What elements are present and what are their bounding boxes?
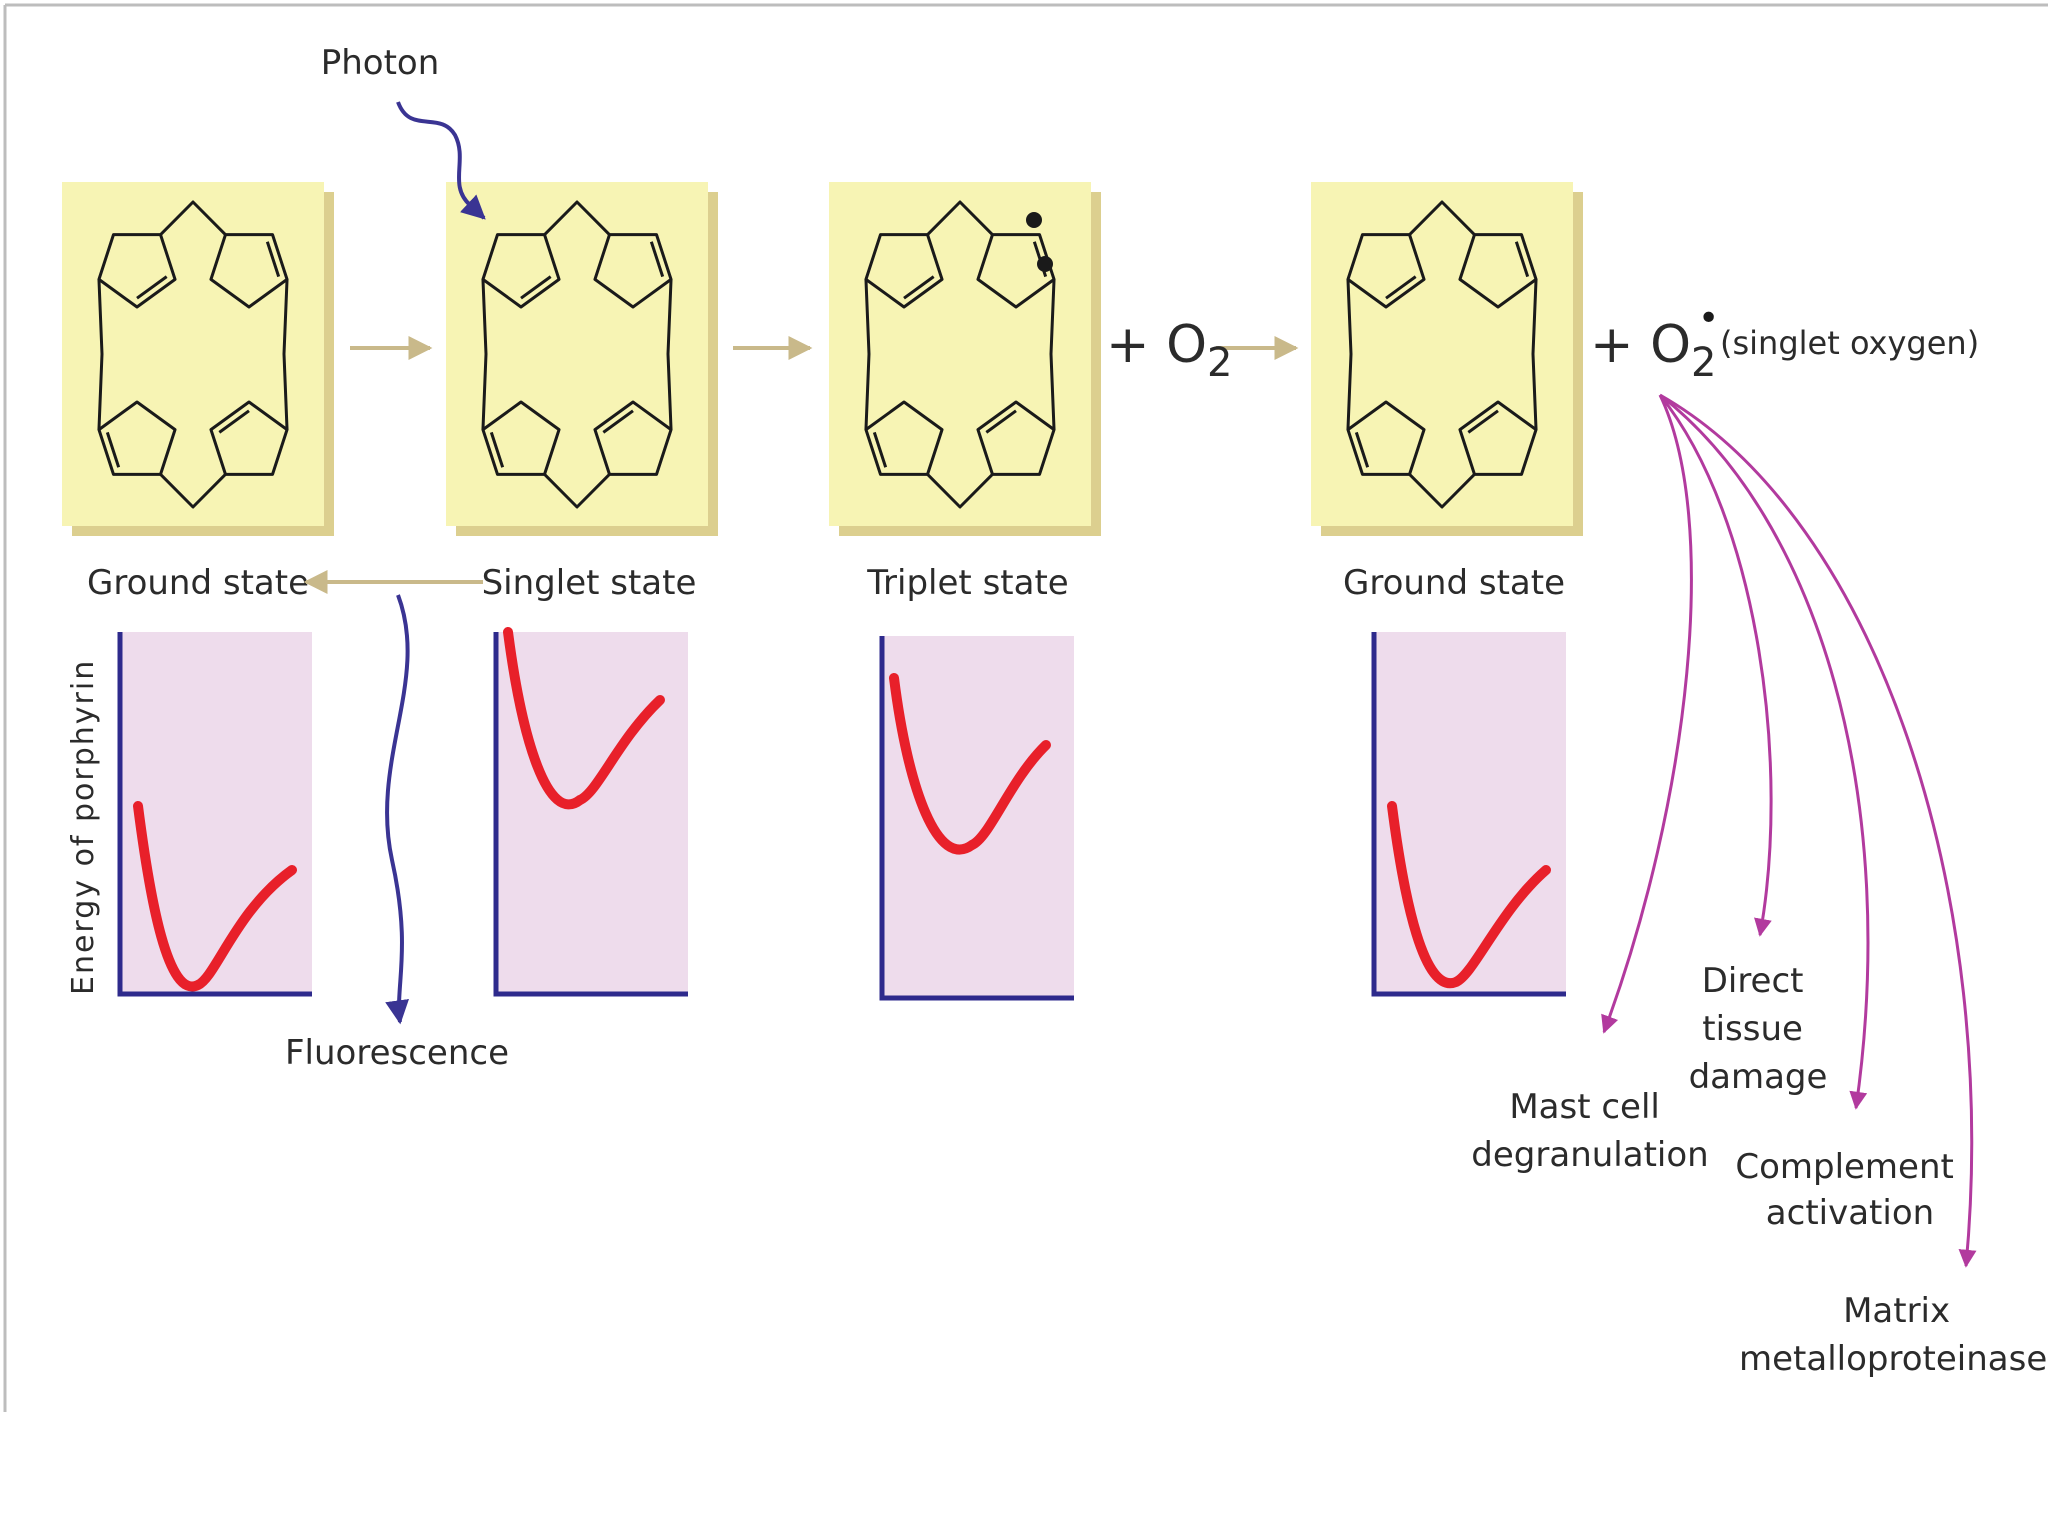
energy-diagram-singlet bbox=[493, 627, 688, 997]
molecule-boxes bbox=[62, 182, 1583, 536]
energy-axes bbox=[493, 632, 688, 997]
effect-label-complement: Complement activation bbox=[1735, 1147, 1964, 1233]
energy-curve bbox=[889, 673, 1051, 855]
molecule-box-bg bbox=[446, 182, 708, 526]
fluorescence-label: Fluorescence bbox=[285, 1033, 509, 1073]
molecule-box-ground-2 bbox=[1311, 182, 1583, 536]
porphyrin-structure bbox=[97, 200, 289, 509]
molecule-box-triplet bbox=[829, 182, 1101, 536]
energy-axes bbox=[117, 632, 312, 997]
energy-axes bbox=[879, 636, 1074, 1001]
effect-arrow-complement bbox=[1659, 393, 1870, 1110]
energy-curve bbox=[503, 627, 665, 810]
porphyrin-structure bbox=[864, 200, 1056, 509]
molecule-box-bg bbox=[829, 182, 1091, 526]
energy-diagram-triplet bbox=[879, 636, 1074, 1001]
energy-axes bbox=[1371, 632, 1566, 997]
energy-box-bg bbox=[882, 636, 1074, 998]
energy-diagrams bbox=[117, 627, 1566, 1001]
singlet-oxygen-label: (singlet oxygen) bbox=[1720, 324, 1979, 362]
porphyrin-structure bbox=[1346, 200, 1538, 509]
energy-curve bbox=[1387, 801, 1551, 989]
radical-dot: • bbox=[1698, 298, 1719, 339]
effect-arrow-mmp bbox=[1659, 393, 1977, 1268]
state-label-ground-2: Ground state bbox=[1343, 563, 1565, 603]
fluorescence-arrow bbox=[385, 594, 410, 1025]
electron-dot bbox=[1037, 256, 1053, 272]
state-label-singlet: Singlet state bbox=[482, 563, 697, 603]
photon-label: Photon bbox=[321, 43, 440, 83]
state-label-triplet: Triplet state bbox=[866, 563, 1068, 603]
electron-dot bbox=[1026, 212, 1042, 228]
molecule-box-bg bbox=[62, 182, 324, 526]
effect-arrow-mast-cell bbox=[1601, 394, 1693, 1034]
plus-o2-product-label: + O2 bbox=[1590, 315, 1716, 386]
energy-diagram-ground-1 bbox=[117, 632, 312, 997]
effect-label-mmp: Matrix metalloproteinases bbox=[1739, 1291, 2048, 1379]
plus-o2-label: + O2 bbox=[1106, 315, 1232, 386]
molecule-box-singlet bbox=[446, 182, 718, 536]
energy-curve bbox=[133, 801, 297, 992]
state-label-ground-1: Ground state bbox=[87, 563, 309, 603]
effect-label-mast-cell: Mast cell degranulation bbox=[1471, 1087, 1708, 1175]
effect-label-tissue-damage: Direct tissue damage bbox=[1689, 961, 1828, 1097]
effect-arrow-tissue-damage bbox=[1658, 394, 1773, 937]
photon-arrow bbox=[396, 101, 486, 220]
energy-box-bg bbox=[496, 632, 688, 994]
molecule-box-ground-1 bbox=[62, 182, 334, 536]
energy-box-bg bbox=[120, 632, 312, 994]
energy-diagram-ground-2 bbox=[1371, 632, 1566, 997]
porphyrin-structure bbox=[481, 200, 673, 509]
molecule-box-bg bbox=[1311, 182, 1573, 526]
energy-axis-label: Energy of porphyrin bbox=[66, 659, 101, 995]
energy-box-bg bbox=[1374, 632, 1566, 994]
